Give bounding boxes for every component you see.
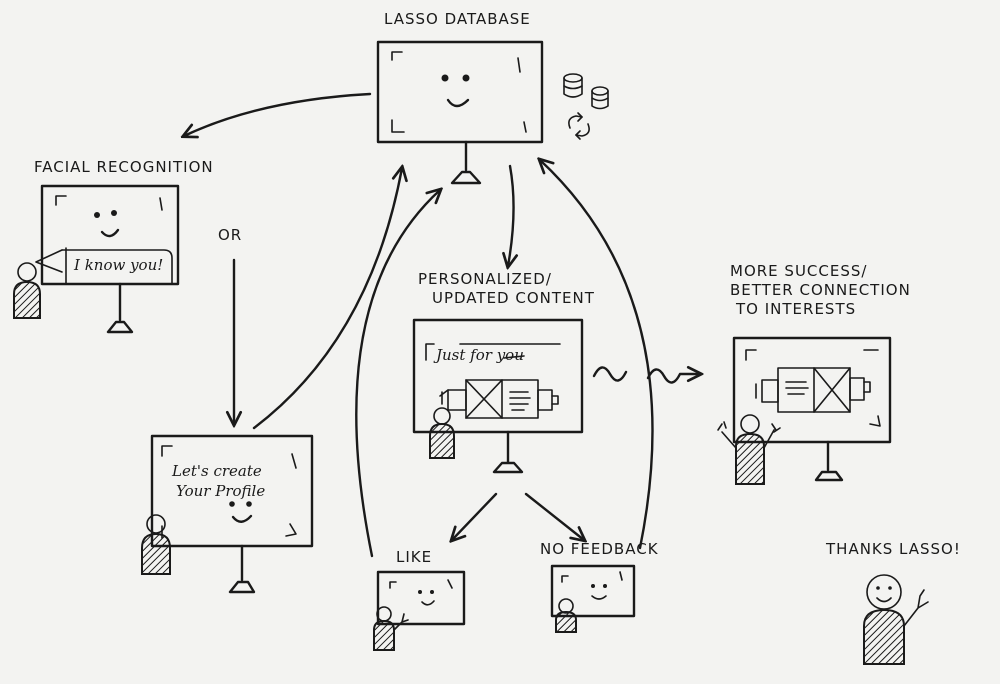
facial-recognition-monitor <box>40 184 180 334</box>
person-thanks <box>863 574 929 665</box>
thanks-lasso-label: THANKS LASSO! <box>826 540 961 558</box>
i-know-you-text: I know you! <box>74 256 164 274</box>
arrow-create-to-db <box>252 168 402 430</box>
like-label: LIKE <box>396 548 433 566</box>
arrow-to-no-feedback <box>524 492 584 540</box>
lasso-database-label: LASSO DATABASE <box>384 10 531 28</box>
person-create <box>141 514 171 575</box>
arrow-like-to-db <box>355 190 440 558</box>
person-personalized <box>429 407 455 459</box>
create-profile-monitor <box>150 434 314 594</box>
speech-bubble <box>35 249 173 285</box>
person-facial <box>13 262 41 319</box>
database-monitor <box>376 40 544 185</box>
no-feedback-monitor <box>550 564 636 618</box>
more-success-label-line1: MORE SUCCESS/ <box>730 262 868 280</box>
wavy-arrow-2 <box>646 369 700 384</box>
success-carousel <box>755 367 871 413</box>
personalized-monitor <box>412 318 584 474</box>
personalized-label-line1: PERSONALIZED/ <box>418 270 552 288</box>
content-carousel <box>439 379 559 419</box>
more-success-label-line2: BETTER CONNECTION <box>730 281 911 299</box>
arrow-db-to-facial <box>184 92 372 136</box>
facial-recognition-label: FACIAL RECOGNITION <box>34 158 214 176</box>
arrow-db-to-personalized <box>508 164 514 266</box>
no-feedback-label: NO FEEDBACK <box>540 540 659 558</box>
wavy-arrow-1 <box>592 366 628 382</box>
just-for-you-text: Just for you <box>436 346 524 364</box>
like-monitor <box>376 570 466 626</box>
arrow-to-like <box>452 492 498 540</box>
arrow-nofeedback-to-db <box>540 160 654 550</box>
more-success-label-line3: TO INTERESTS <box>736 300 857 318</box>
person-like <box>373 606 409 651</box>
personalized-label-line2: UPDATED CONTENT <box>432 289 595 307</box>
or-label: OR <box>218 226 243 244</box>
lets-create-text-line2: Your Profile <box>176 482 266 500</box>
person-celebrating <box>717 414 781 485</box>
more-success-monitor <box>732 336 892 482</box>
database-icon <box>563 73 609 110</box>
sync-icon <box>568 112 590 140</box>
lets-create-text-line1: Let's create <box>172 462 262 480</box>
person-no-feedback <box>555 598 577 633</box>
